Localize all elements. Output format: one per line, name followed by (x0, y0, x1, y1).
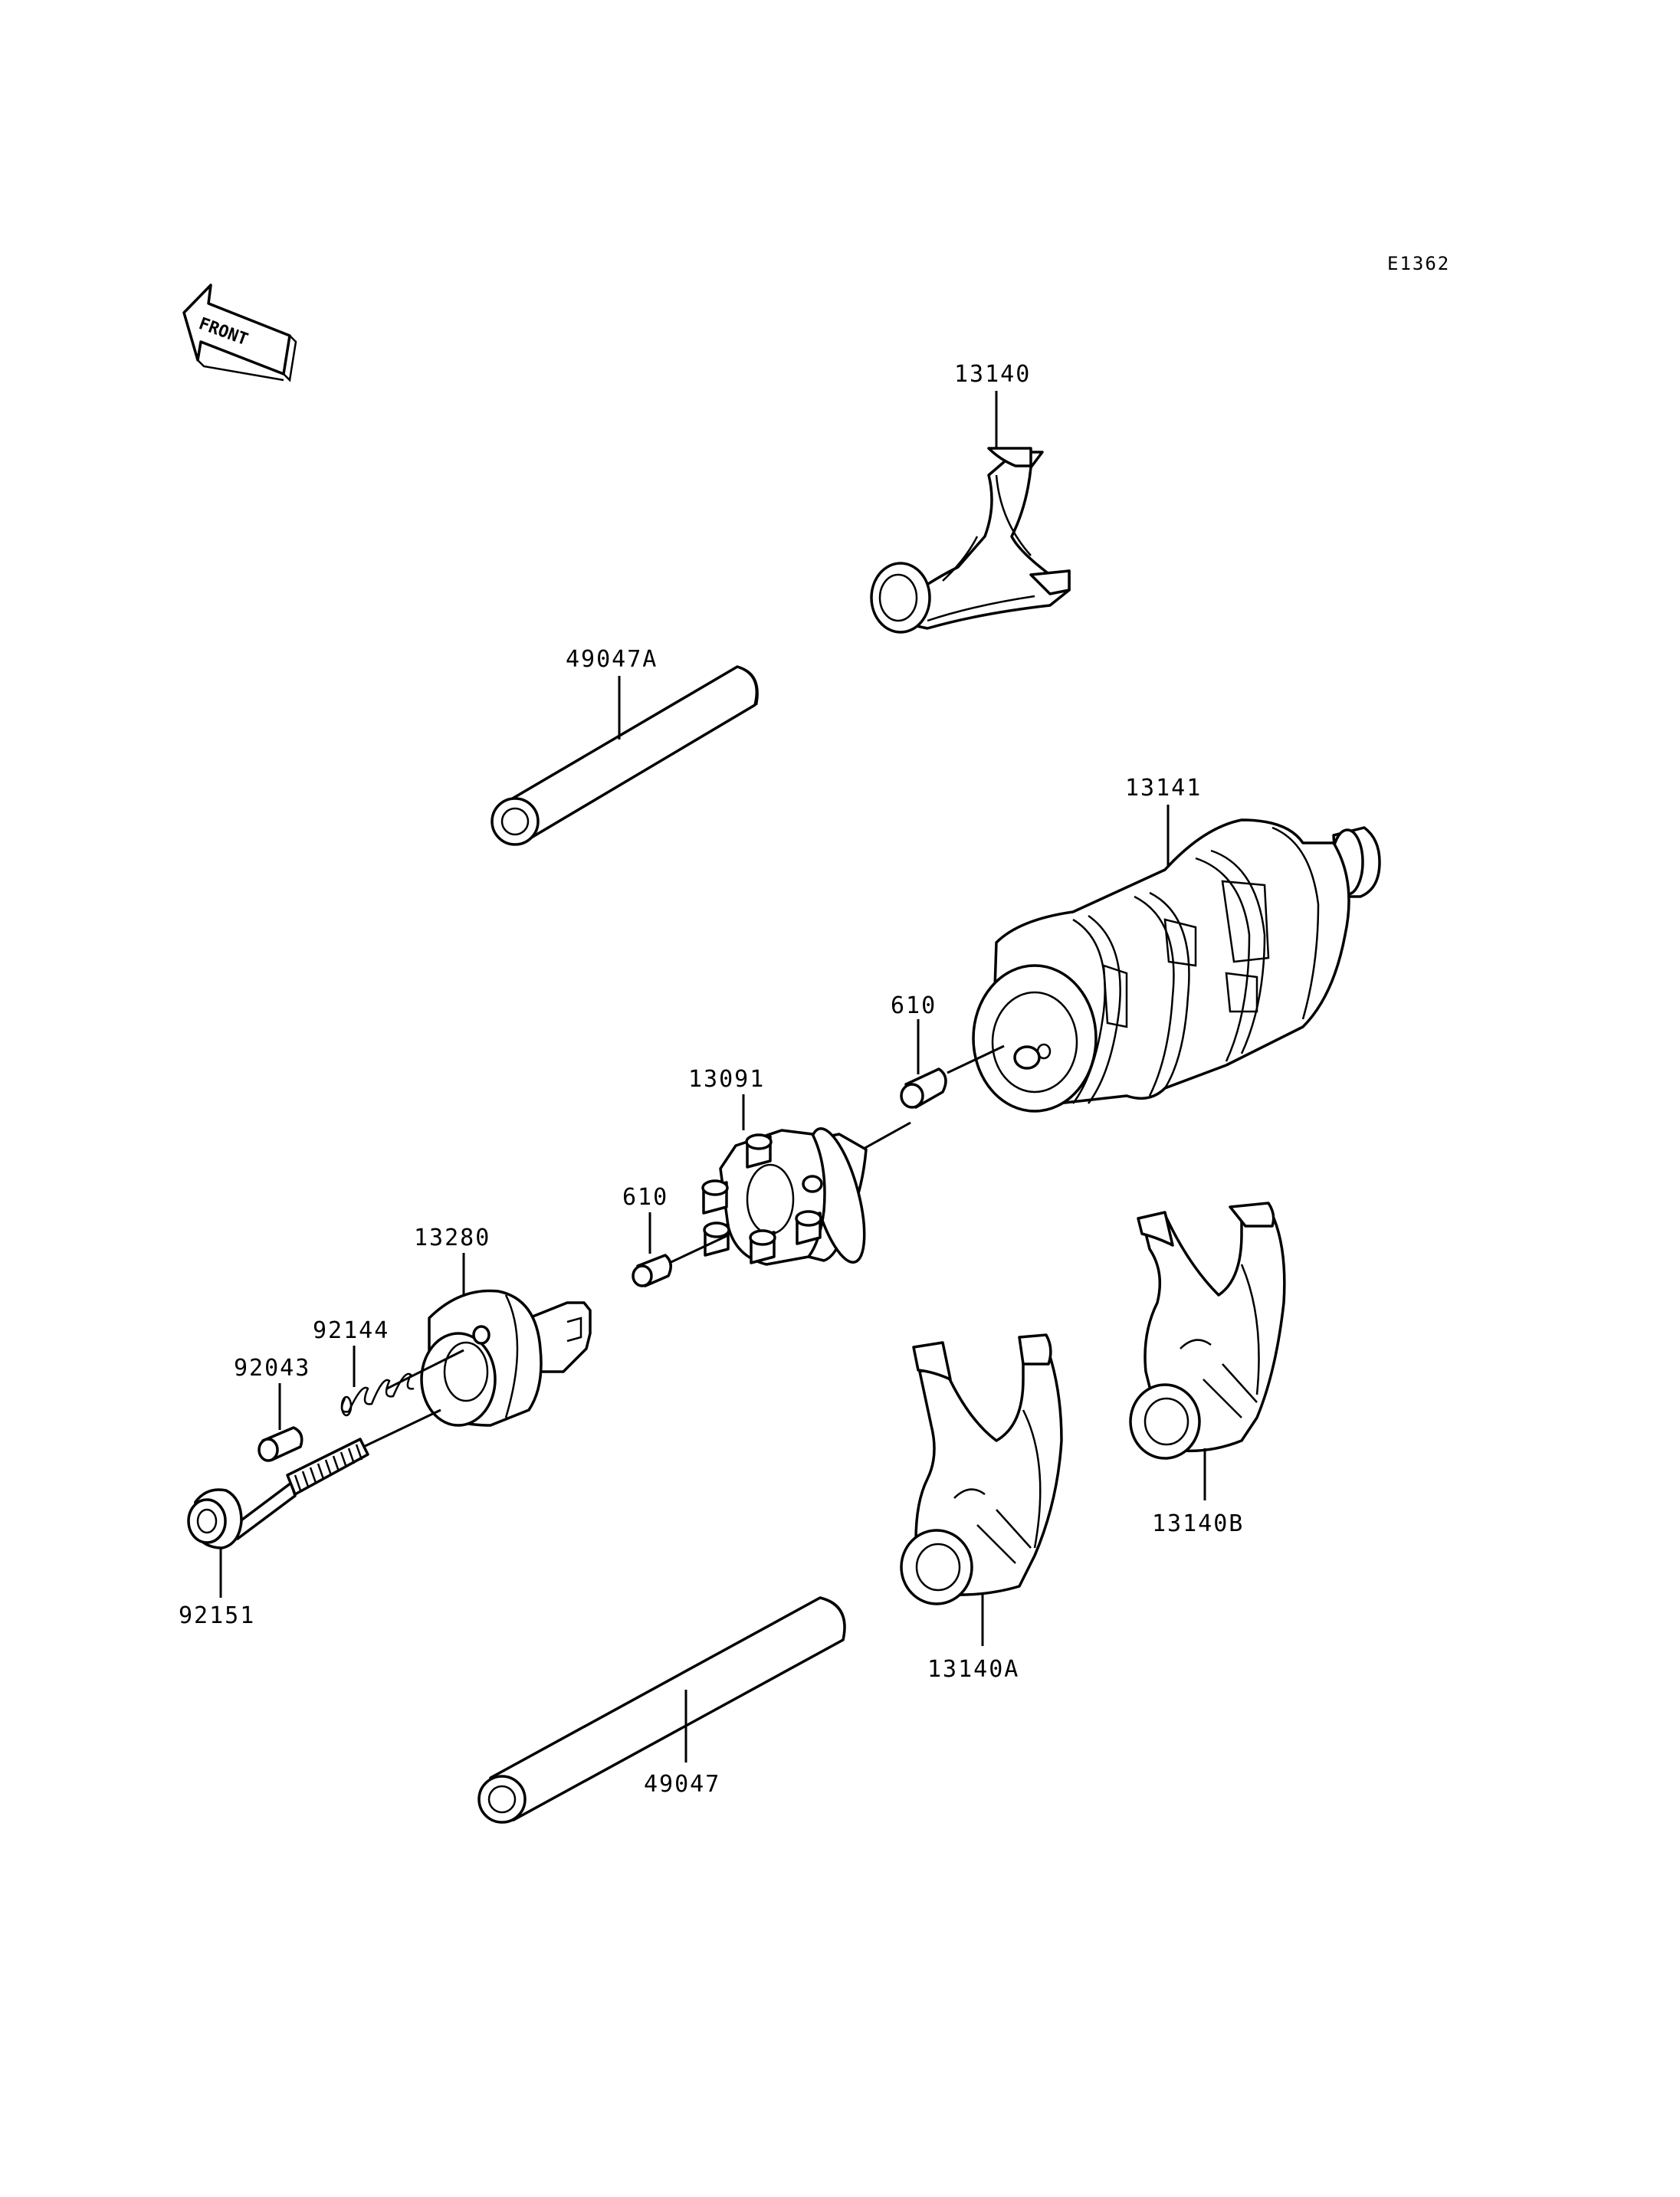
label-92144: 92144 (313, 1317, 389, 1344)
drum-cam-13091 (701, 1127, 868, 1266)
pin-610-upper (900, 1067, 947, 1109)
label-49047: 49047 (644, 1771, 720, 1798)
bolt-92151 (187, 1438, 369, 1549)
label-610-lower: 610 (622, 1184, 668, 1211)
label-13141: 13141 (1125, 775, 1202, 802)
shift-fork-13140 (870, 447, 1071, 634)
front-arrow-icon: FRONT (182, 284, 297, 382)
spring-92144 (340, 1372, 415, 1417)
cam-13280 (420, 1289, 592, 1427)
label-92151: 92151 (179, 1602, 255, 1629)
shaft-49047 (477, 1596, 846, 1824)
pin-610-lower (632, 1254, 672, 1287)
pin-92043 (258, 1426, 304, 1462)
shift-fork-13140B (1129, 1202, 1286, 1460)
diagram-code: E1362 (1387, 253, 1450, 274)
label-13140B: 13140B (1152, 1510, 1244, 1537)
label-92043: 92043 (234, 1355, 310, 1382)
shaft-49047A (491, 665, 759, 846)
label-49047A: 49047A (566, 646, 658, 673)
label-13091: 13091 (688, 1066, 765, 1093)
label-610-upper: 610 (891, 992, 937, 1019)
label-13140: 13140 (954, 361, 1031, 388)
label-13280: 13280 (414, 1225, 491, 1251)
shift-fork-13140A (900, 1333, 1063, 1605)
label-13140A: 13140A (927, 1656, 1019, 1683)
shift-drum-13141 (972, 818, 1381, 1113)
